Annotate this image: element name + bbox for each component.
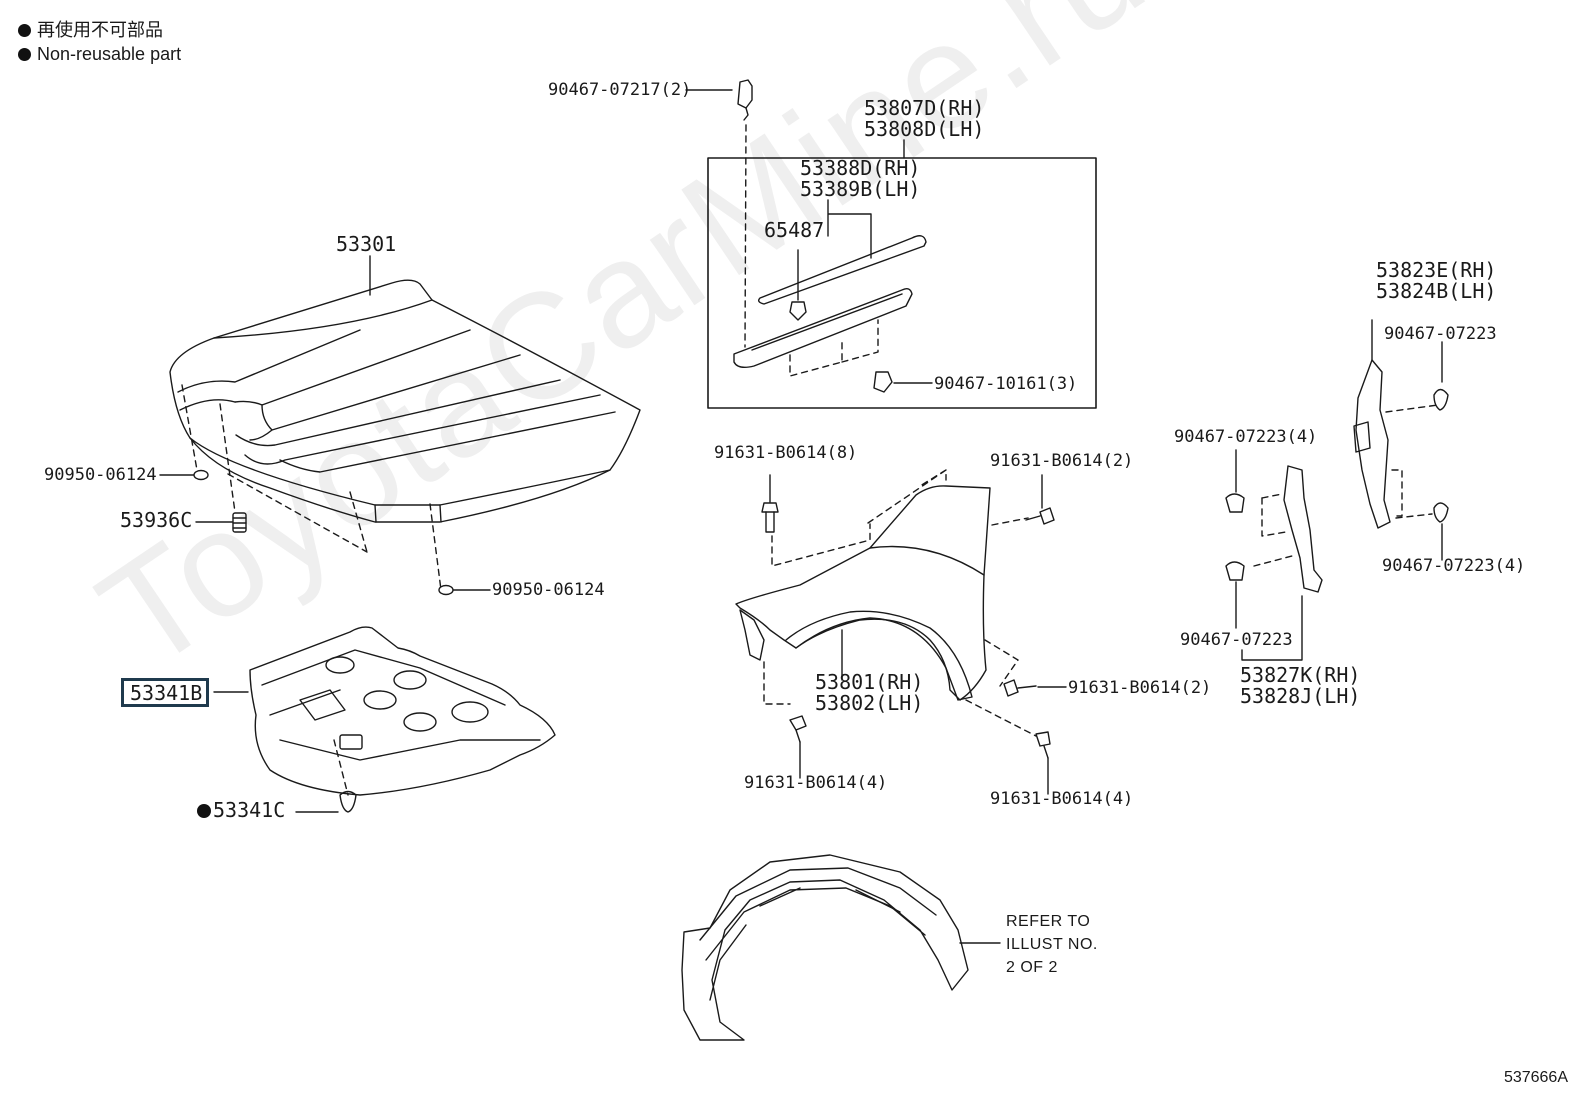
nonreusable-dot-icon [18,24,31,37]
callout-clip-box[interactable]: 90467-10161(3) [934,374,1078,394]
callout-bolt-top-left[interactable]: 91631-B0614(8) [714,443,858,463]
callout-clip-top[interactable]: 90467-07217(2) [548,80,692,100]
callout-upper-protector-rh[interactable]: 53823E(RH) [1376,258,1497,282]
callout-bolt-bottom-right[interactable]: 91631-B0614(4) [990,789,1134,809]
callout-lower-protector-rh[interactable]: 53827K(RH) [1240,663,1361,687]
callout-clip-upper[interactable]: 90467-07223 [1384,324,1497,344]
callout-fender-rh[interactable]: 53801(RH) [815,670,924,694]
nonreusable-dot-icon [18,48,31,61]
callout-bolt-bottom-left[interactable]: 91631-B0614(4) [744,773,888,793]
upper-protector-drawing [1353,359,1391,529]
engine-cover-drawing [249,626,556,796]
callout-hood-cushion[interactable]: 53936C [120,508,193,532]
callout-clip-left-4[interactable]: 90467-07223(4) [1174,427,1318,447]
callout-hood[interactable]: 53301 [336,232,397,256]
bolt-shapes [761,502,1055,759]
figure-number: 537666A [1503,1069,1568,1086]
callout-clip-lower[interactable]: 90467-07223 [1180,630,1293,650]
callout-upper-protector-lh[interactable]: 53824B(LH) [1376,279,1497,303]
refer-note[interactable]: REFER TO ILLUST NO. 2 OF 2 [1006,913,1098,976]
callout-hood-seal-right[interactable]: 90950-06124 [492,580,605,600]
legend-nonreusable-en: Non-reusable part [18,42,181,66]
fender-drawing [735,485,991,701]
legend-nonreusable-jp: 再使用不可部品 [18,18,163,42]
fender-liner-drawing [681,854,969,1041]
callout-clip-nonreusable[interactable]: 53341C [197,800,285,821]
callout-seal-lh[interactable]: 53389B(LH) [800,177,921,201]
callout-lower-protector-lh[interactable]: 53828J(LH) [1240,684,1361,708]
callout-fender-lh[interactable]: 53802(LH) [815,691,924,715]
callout-engine-cover-highlighted[interactable]: 53341B [121,678,210,707]
callout-hood-seal-left[interactable]: 90950-06124 [44,465,157,485]
callout-seal-assy-rh[interactable]: 53807D(RH) [864,96,985,120]
nonreusable-dot-icon [197,804,211,818]
callout-seal-rh[interactable]: 53388D(RH) [800,156,921,180]
lower-protector-drawing [1283,465,1323,593]
callout-seal-assy-lh[interactable]: 53808D(LH) [864,117,985,141]
callout-seal-clip[interactable]: 65487 [764,218,825,242]
callout-clip-right-4[interactable]: 90467-07223(4) [1382,556,1526,576]
callout-bolt-top-right[interactable]: 91631-B0614(2) [990,451,1134,471]
hood-drawing [169,279,641,523]
callout-bolt-mid-right[interactable]: 91631-B0614(2) [1068,678,1212,698]
